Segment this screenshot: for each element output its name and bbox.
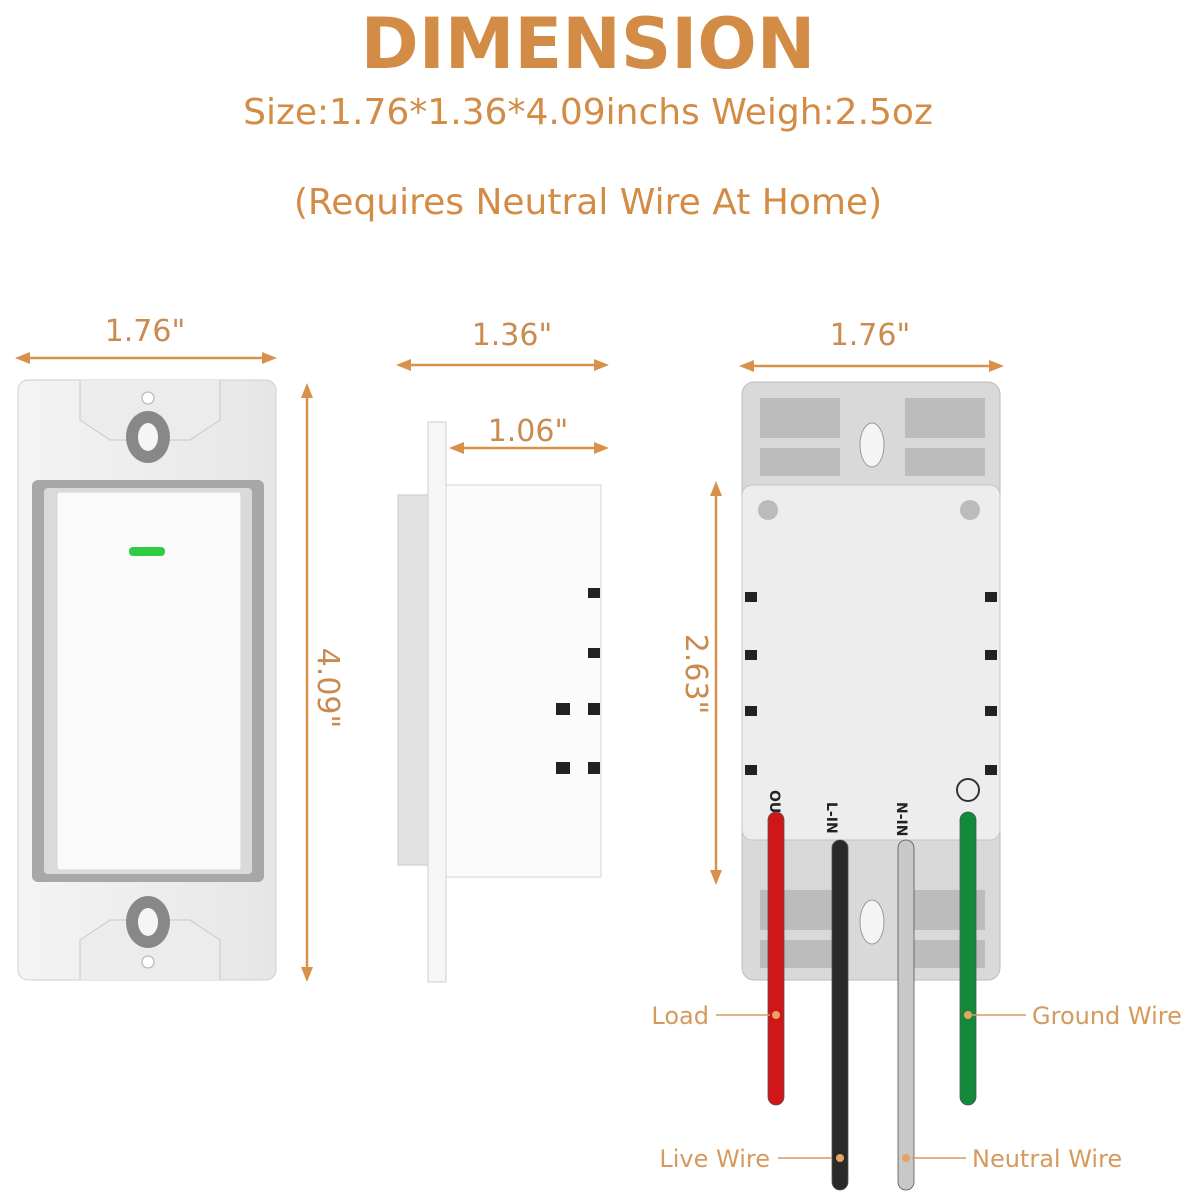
back-housing bbox=[741, 484, 1001, 841]
front-height-label: 4.09" bbox=[310, 648, 345, 729]
neutral-wire-label: Neutral Wire bbox=[972, 1145, 1122, 1173]
live-wire bbox=[831, 839, 849, 1191]
side-plate bbox=[427, 421, 447, 983]
terminal-mark-l-in: L-IN bbox=[823, 802, 839, 834]
neutral-wire bbox=[897, 839, 915, 1191]
ground-symbol-icon bbox=[956, 778, 980, 802]
neutral-wire-callout-dot bbox=[902, 1154, 910, 1162]
subtitle: Size:1.76*1.36*4.09inchs Weigh:2.5oz bbox=[243, 92, 933, 133]
load-wire-callout-dot bbox=[772, 1011, 780, 1019]
side-housing bbox=[445, 484, 602, 878]
back-view: 1.76" OUT L-IN N-IN 2.63" bbox=[678, 318, 1004, 1191]
back-width-arrow bbox=[739, 360, 1004, 372]
ground-wire-label: Ground Wire bbox=[1032, 1002, 1182, 1030]
side-body-depth-label: 1.06" bbox=[488, 414, 569, 449]
title: DIMENSION bbox=[361, 3, 816, 85]
side-body-depth-arrow bbox=[449, 442, 609, 454]
front-width-label: 1.76" bbox=[105, 314, 186, 349]
neutral-wire-note: (Requires Neutral Wire At Home) bbox=[294, 182, 882, 223]
live-wire-callout-dot bbox=[836, 1154, 844, 1162]
load-wire bbox=[767, 811, 785, 1106]
front-height-arrow bbox=[301, 383, 313, 982]
wire-callouts: Load Live Wire Neutral Wire Ground Wire bbox=[651, 1002, 1181, 1173]
side-depth-label: 1.36" bbox=[472, 318, 553, 353]
led-indicator bbox=[129, 547, 165, 556]
ground-wire-callout-dot bbox=[964, 1011, 972, 1019]
back-width-label: 1.76" bbox=[830, 318, 911, 353]
back-height-arrow bbox=[710, 481, 722, 885]
front-width-arrow bbox=[15, 352, 277, 364]
live-wire-label: Live Wire bbox=[659, 1145, 770, 1173]
ground-wire bbox=[959, 811, 977, 1106]
load-label: Load bbox=[651, 1002, 709, 1030]
terminal-mark-n-in: N-IN bbox=[893, 802, 909, 836]
front-view: 1.76" 4.09" bbox=[15, 314, 345, 982]
side-view: 1.36" 1.06" bbox=[396, 318, 609, 983]
side-depth-arrow bbox=[396, 359, 609, 371]
rocker-paddle[interactable] bbox=[56, 491, 242, 871]
back-height-label: 2.63" bbox=[678, 634, 713, 715]
